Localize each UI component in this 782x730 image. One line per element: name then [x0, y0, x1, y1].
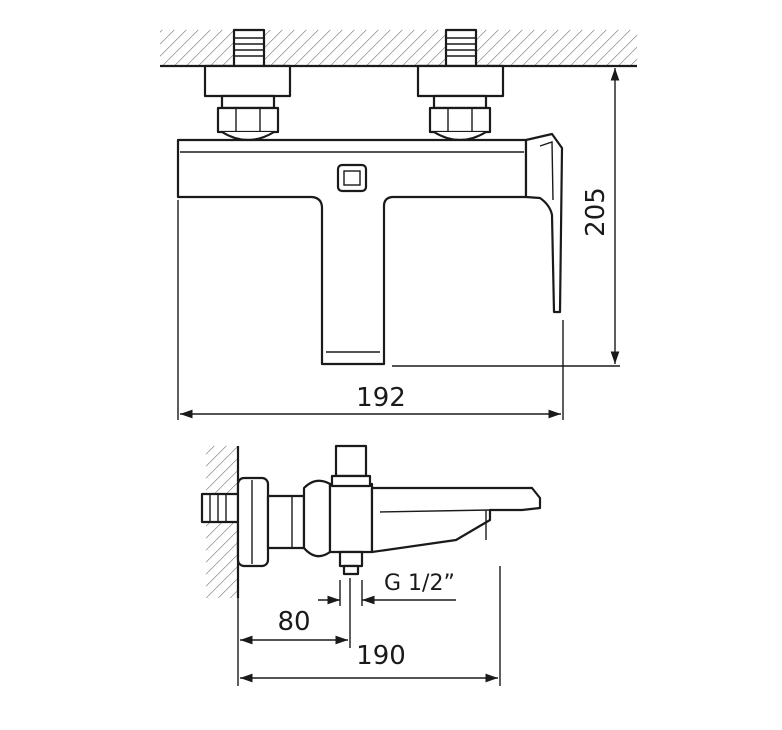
dim-thread-label: G 1/2” [384, 571, 455, 596]
dim-width-front-label: 192 [356, 383, 406, 413]
dim-height-label: 205 [581, 187, 611, 237]
right-connector [416, 28, 505, 142]
wall-hatch-top [160, 30, 637, 66]
side-view: G 1/2” 80 190 [200, 444, 542, 686]
lever-handle [524, 132, 564, 314]
dim-depth-side-label: 190 [356, 641, 406, 671]
spout-side [370, 486, 542, 554]
escutcheon [236, 476, 270, 568]
left-connector [203, 28, 292, 142]
diverter-button [336, 163, 368, 193]
mixer-body-side [328, 482, 374, 554]
dim-wall-to-inlet-label: 80 [277, 607, 310, 637]
front-view: 205 192 [160, 28, 637, 420]
diverter-knob [334, 444, 368, 478]
mixer-body [176, 138, 528, 366]
